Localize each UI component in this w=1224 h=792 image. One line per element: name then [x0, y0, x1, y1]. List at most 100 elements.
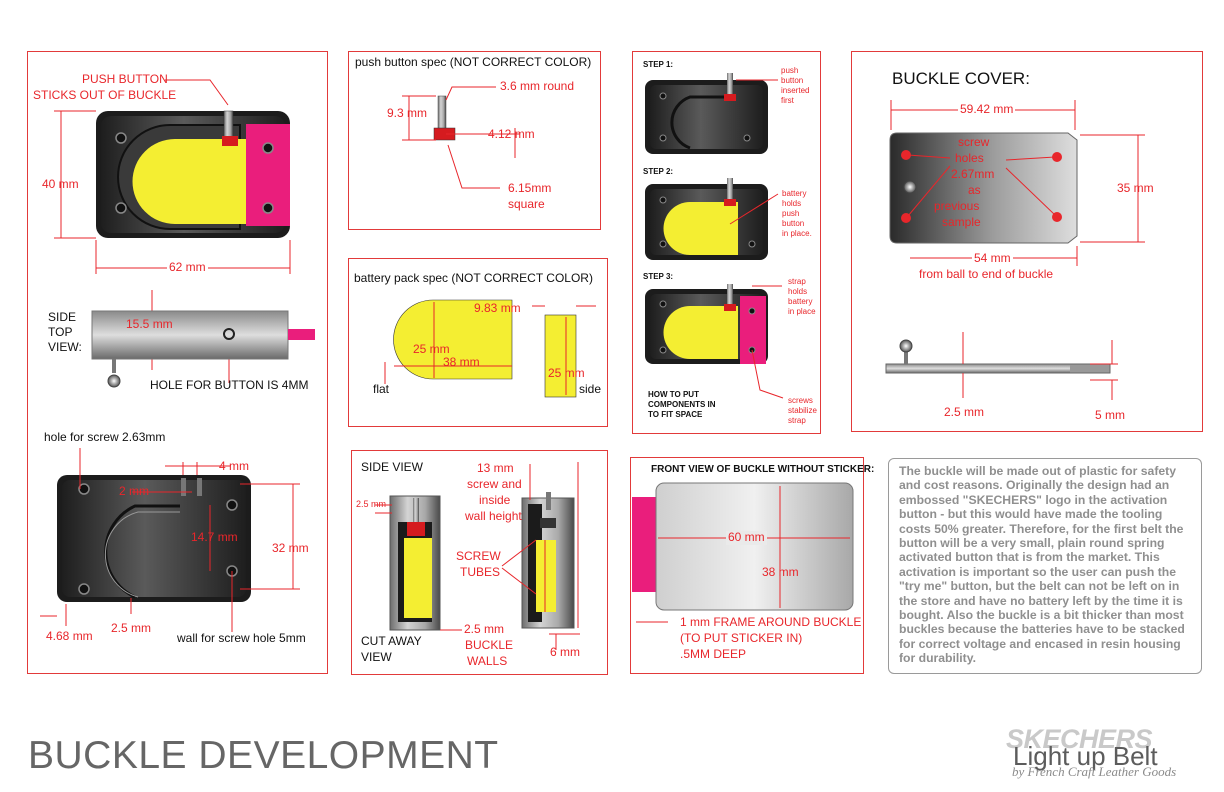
- screws-note-1: screws: [788, 396, 813, 405]
- dim-62mm: 62 mm: [167, 260, 208, 275]
- panel-front-view: [630, 457, 864, 674]
- front-view-title: FRONT VIEW OF BUCKLE WITHOUT STICKER:: [651, 464, 875, 475]
- screw-hole-note: hole for screw 2.63mm: [44, 430, 166, 444]
- screw-holes-note-6: sample: [942, 215, 981, 229]
- push-button-spec-title: push button spec (NOT CORRECT COLOR): [355, 55, 592, 69]
- side-label: SIDE: [48, 310, 77, 324]
- panel3-dimensions: [384, 302, 596, 395]
- screw-label: SCREW: [456, 549, 501, 563]
- dim-40mm: 40 mm: [42, 177, 79, 191]
- screws-note-3: strap: [788, 416, 806, 425]
- screws-note-2: stabilize: [788, 406, 817, 415]
- dim-59-42mm: 59.42 mm: [958, 102, 1016, 117]
- note-screw-and: screw and: [467, 477, 522, 491]
- side-label-battery: side: [579, 382, 602, 396]
- buckle-side-top-view: [91, 310, 315, 388]
- hole-for-button-note: HOLE FOR BUTTON IS 4MM: [150, 378, 309, 392]
- panel-buckle-cover: [851, 51, 1203, 432]
- step3-note-4: in place: [788, 307, 816, 316]
- sticks-out-label: STICKS OUT OF BUCKLE: [33, 88, 177, 102]
- dim-38mm-front: 38 mm: [762, 565, 799, 579]
- dim-54mm: 54 mm: [972, 251, 1013, 266]
- panel-cutaway: [351, 450, 608, 675]
- step1-label: STEP 1:: [643, 60, 674, 69]
- screw-holes-note-2: holes: [955, 151, 984, 165]
- dim-35mm: 35 mm: [1117, 181, 1154, 195]
- step2-note-2: holds: [782, 199, 802, 208]
- panel-push-button-spec: [348, 51, 601, 230]
- step2-note-3: push: [782, 209, 800, 218]
- step3-note-1: strap: [788, 277, 806, 286]
- panel-top-side-view: [27, 51, 328, 674]
- panel5-leaders: [729, 79, 784, 399]
- step2-note-5: in place.: [782, 229, 812, 238]
- dim-25mm-side: 25 mm: [548, 366, 585, 380]
- skechers-logo: SKECHERS: [1006, 724, 1153, 754]
- top-label: TOP: [48, 325, 73, 339]
- step1-note-1: push: [781, 66, 799, 75]
- page-title: BUCKLE DEVELOPMENT: [28, 734, 499, 777]
- howto-line-2: COMPONENTS IN: [648, 400, 716, 409]
- side-view-drawing: [389, 492, 575, 631]
- step2-label: STEP 2:: [643, 167, 674, 176]
- panel-battery-spec: [348, 258, 608, 427]
- step3-drawing: [645, 284, 768, 364]
- step1-note-4: first: [781, 96, 794, 105]
- dim-60mm: 60 mm: [726, 530, 767, 545]
- cover-drawing: [885, 132, 1111, 374]
- step3-note-2: holds: [788, 287, 808, 296]
- flat-label: flat: [373, 382, 390, 396]
- step2-note-1: battery: [782, 189, 807, 198]
- step3-note-3: battery: [788, 297, 813, 306]
- note-wall-height: wall height: [465, 509, 522, 523]
- frame-note-1: 1 mm FRAME AROUND BUCKLE: [680, 615, 862, 629]
- step2-note-4: button: [782, 219, 805, 228]
- dim-2-5mm-cover: 2.5 mm: [944, 405, 985, 419]
- walls-label: WALLS: [467, 654, 508, 668]
- dim-38mm: 38 mm: [443, 355, 480, 369]
- note-13mm: 13 mm: [477, 461, 514, 475]
- screw-holes-note-5: previous: [934, 199, 980, 213]
- dim-4mm: 4 mm: [219, 459, 249, 473]
- step-drawings: [645, 73, 768, 364]
- dim-2mm: 2 mm: [119, 484, 149, 498]
- panel-frames: [27, 51, 1203, 675]
- screw-holes-note-4: as: [968, 183, 981, 197]
- dim-6-15mm: 6.15mm: [508, 181, 552, 195]
- wall-screw-note: wall for screw hole 5mm: [177, 631, 306, 645]
- dim-2-5mm: 2.5 mm: [111, 621, 152, 635]
- dim-25mm-height: 25 mm: [413, 342, 450, 356]
- panel1-lower-dimensions: [40, 448, 300, 632]
- push-button-drawing: [433, 95, 456, 141]
- dim-15-5mm: 15.5 mm: [126, 317, 173, 331]
- tubes-label: TUBES: [460, 565, 501, 579]
- design-note: The buckle will be made out of plastic f…: [888, 458, 1202, 674]
- view-label-cutaway: VIEW: [361, 650, 392, 664]
- panel-steps: [632, 51, 821, 434]
- battery-drawing: [393, 299, 577, 398]
- dim-6mm: 6 mm: [550, 645, 580, 659]
- dim-5mm: 5 mm: [1095, 408, 1125, 422]
- dim-9-83mm: 9.83 mm: [474, 301, 521, 315]
- panel4-dimensions: [375, 462, 580, 650]
- step1-drawing: [645, 73, 768, 154]
- howto-line-3: TO FIT SPACE: [648, 410, 703, 419]
- screw-holes-note-3: 2.67mm: [951, 167, 995, 181]
- front-view-drawing: [632, 482, 854, 611]
- buckle-interior-view: [57, 475, 251, 602]
- logo-product: Light up Belt: [1013, 741, 1158, 771]
- panel2-dimensions: [402, 86, 520, 189]
- ball-to-end-note: from ball to end of buckle: [919, 267, 1054, 281]
- howto-line-1: HOW TO PUT: [648, 390, 699, 399]
- dim-square: square: [508, 197, 545, 211]
- dim-32mm: 32 mm: [272, 541, 309, 555]
- walls-dim: 2.5 mm: [464, 622, 505, 636]
- dim-14-7mm: 14.7 mm: [191, 530, 238, 544]
- walls-buckle: BUCKLE: [465, 638, 514, 652]
- cut-away-label: CUT AWAY: [361, 634, 422, 648]
- view-label: VIEW:: [48, 340, 82, 354]
- step1-note-3: inserted: [781, 86, 810, 95]
- frame-note-2: (TO PUT STICKER IN): [680, 631, 803, 645]
- logo-maker: by French Craft Leather Goods: [1012, 764, 1177, 779]
